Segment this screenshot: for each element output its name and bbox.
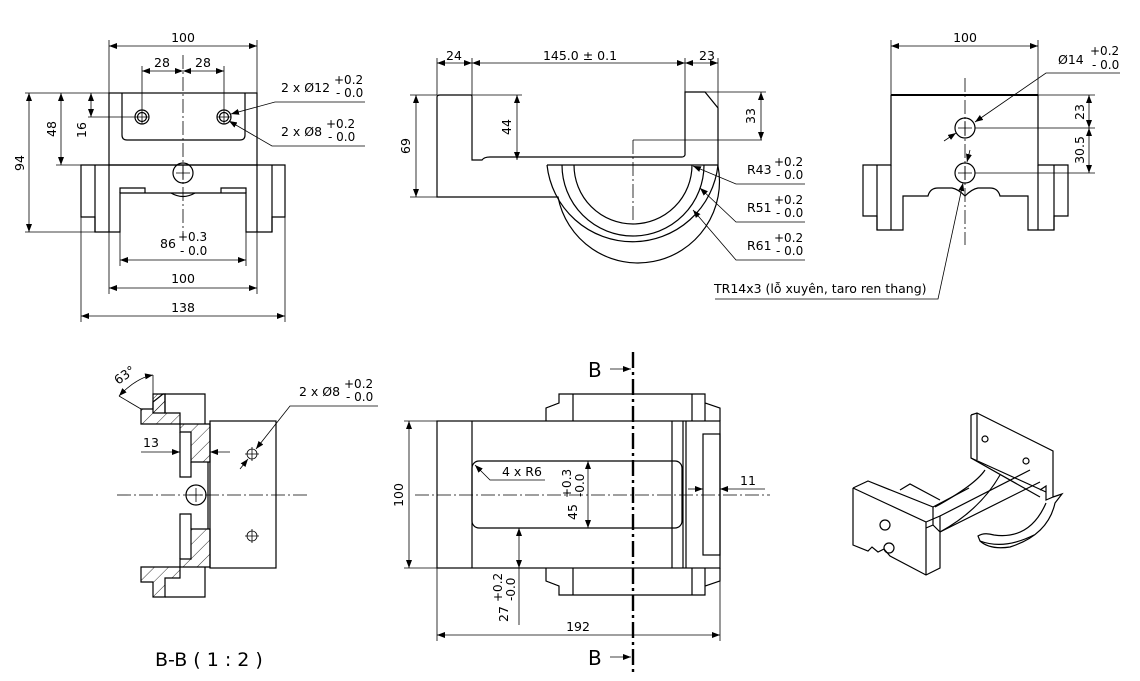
svg-text:+0.2: +0.2	[334, 73, 363, 87]
dim-44: 44	[499, 119, 514, 135]
svg-text:-0.0: -0.0	[573, 474, 587, 497]
svg-text:- 0.0: - 0.0	[776, 168, 803, 182]
svg-text:+0.2: +0.2	[774, 155, 803, 169]
dim-slot-86: 86	[160, 236, 176, 251]
side-view: 24 145.0 ± 0.1 23 69 44 33 R43 +0.2 - 0.…	[398, 48, 805, 264]
svg-text:+0.2: +0.2	[774, 193, 803, 207]
svg-text:+0.3: +0.3	[178, 230, 207, 244]
side-body-outline	[436, 91, 721, 264]
thread-note: TR14x3 (lỗ xuyên, taro ren thang)	[713, 281, 927, 296]
hole-callout-8: 2 x Ø8	[281, 124, 322, 139]
dim-33: 33	[743, 108, 758, 124]
top-slot	[471, 460, 683, 529]
hole-callout-14: Ø14	[1058, 52, 1084, 67]
svg-text:- 0.0: - 0.0	[328, 130, 355, 144]
dim-145: 145.0 ± 0.1	[543, 48, 617, 63]
svg-text:- 0.0: - 0.0	[776, 206, 803, 220]
dim-23: 23	[699, 48, 715, 63]
svg-text:+0.2: +0.2	[491, 573, 505, 602]
section-right-block	[209, 420, 277, 569]
front-view: 100 28 28 94 48 16 2 x Ø12 +0.2 - 0.0 2 …	[12, 30, 365, 322]
section-marker-top: B	[588, 358, 602, 382]
dim-13: 13	[143, 435, 159, 450]
section-hatch-mid-bottom	[179, 528, 211, 568]
svg-text:- 0.0: - 0.0	[1092, 58, 1119, 72]
arc-r61	[546, 164, 719, 243]
section-view-bb: 63° 13 2 x Ø8 +0.2 - 0.0 B-B ( 1 : 2 )	[111, 362, 378, 671]
dim-overall-width: 138	[171, 300, 195, 315]
svg-text:+0.2: +0.2	[774, 231, 803, 245]
radius-note-r6: 4 x R6	[502, 464, 542, 479]
dim-end-23: 23	[1072, 104, 1087, 120]
svg-text:- 0.0: - 0.0	[776, 244, 803, 258]
dim-27: 27	[496, 606, 511, 622]
arc-r51	[561, 164, 705, 237]
section-hatch-mid-top	[179, 423, 211, 463]
dim-top-100: 100	[391, 483, 406, 507]
dim-11: 11	[740, 473, 756, 488]
dim-192: 192	[566, 619, 590, 634]
dim-45: 45	[565, 504, 580, 520]
angle-63: 63°	[111, 362, 138, 387]
dim-height-16: 16	[74, 122, 89, 138]
radius-43: R43	[747, 162, 772, 177]
svg-text:- 0.0: - 0.0	[346, 390, 373, 404]
front-recess	[121, 93, 246, 141]
section-marker-bottom: B	[588, 646, 602, 670]
dim-overall-height: 94	[12, 155, 27, 171]
dim-front-width-top: 100	[171, 30, 195, 45]
hole-callout-12: 2 x Ø12	[281, 80, 330, 95]
svg-text:+0.2: +0.2	[344, 377, 373, 391]
radius-61: R61	[747, 238, 772, 253]
section-hole-callout-8: 2 x Ø8	[299, 384, 340, 399]
dim-end-30-5: 30.5	[1072, 136, 1087, 164]
top-view: B B 100 4 x R6 45 +0.3 -0.0 27 +0.2 -0.0…	[391, 352, 770, 676]
dim-69: 69	[398, 138, 413, 154]
isometric-view	[852, 412, 1064, 576]
dim-24: 24	[446, 48, 462, 63]
svg-text:+0.2: +0.2	[1090, 44, 1119, 58]
section-hatch-bottom	[140, 566, 181, 598]
arc-r43	[573, 164, 693, 225]
end-view: 100 Ø14 +0.2 - 0.0 23 30.5 TR14x3 (lỗ xu…	[713, 30, 1120, 300]
svg-text:-0.0: -0.0	[504, 578, 518, 601]
dim-front-width-bottom: 100	[171, 271, 195, 286]
radius-51: R51	[747, 200, 772, 215]
dim-height-48: 48	[44, 121, 59, 137]
svg-text:- 0.0: - 0.0	[180, 244, 207, 258]
dim-end-width: 100	[953, 30, 977, 45]
svg-text:+0.3: +0.3	[560, 469, 574, 498]
section-title: B-B ( 1 : 2 )	[155, 649, 263, 671]
svg-text:+0.2: +0.2	[326, 117, 355, 131]
svg-text:- 0.0: - 0.0	[336, 86, 363, 100]
dim-hole-spacing-right: 28	[195, 55, 211, 70]
dim-hole-spacing-left: 28	[154, 55, 170, 70]
